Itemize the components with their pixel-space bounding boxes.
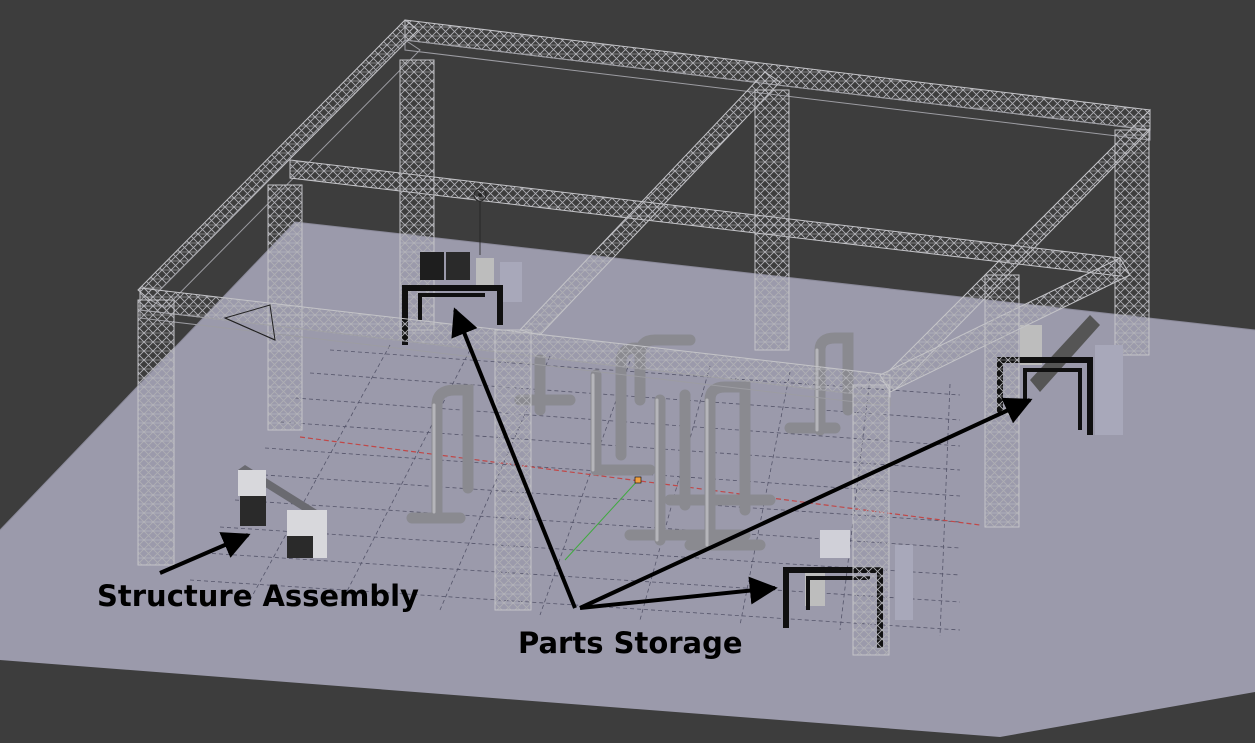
label-structure-assembly: Structure Assembly (97, 579, 419, 613)
origin-marker (635, 477, 641, 483)
label-parts-storage: Parts Storage (518, 626, 743, 660)
